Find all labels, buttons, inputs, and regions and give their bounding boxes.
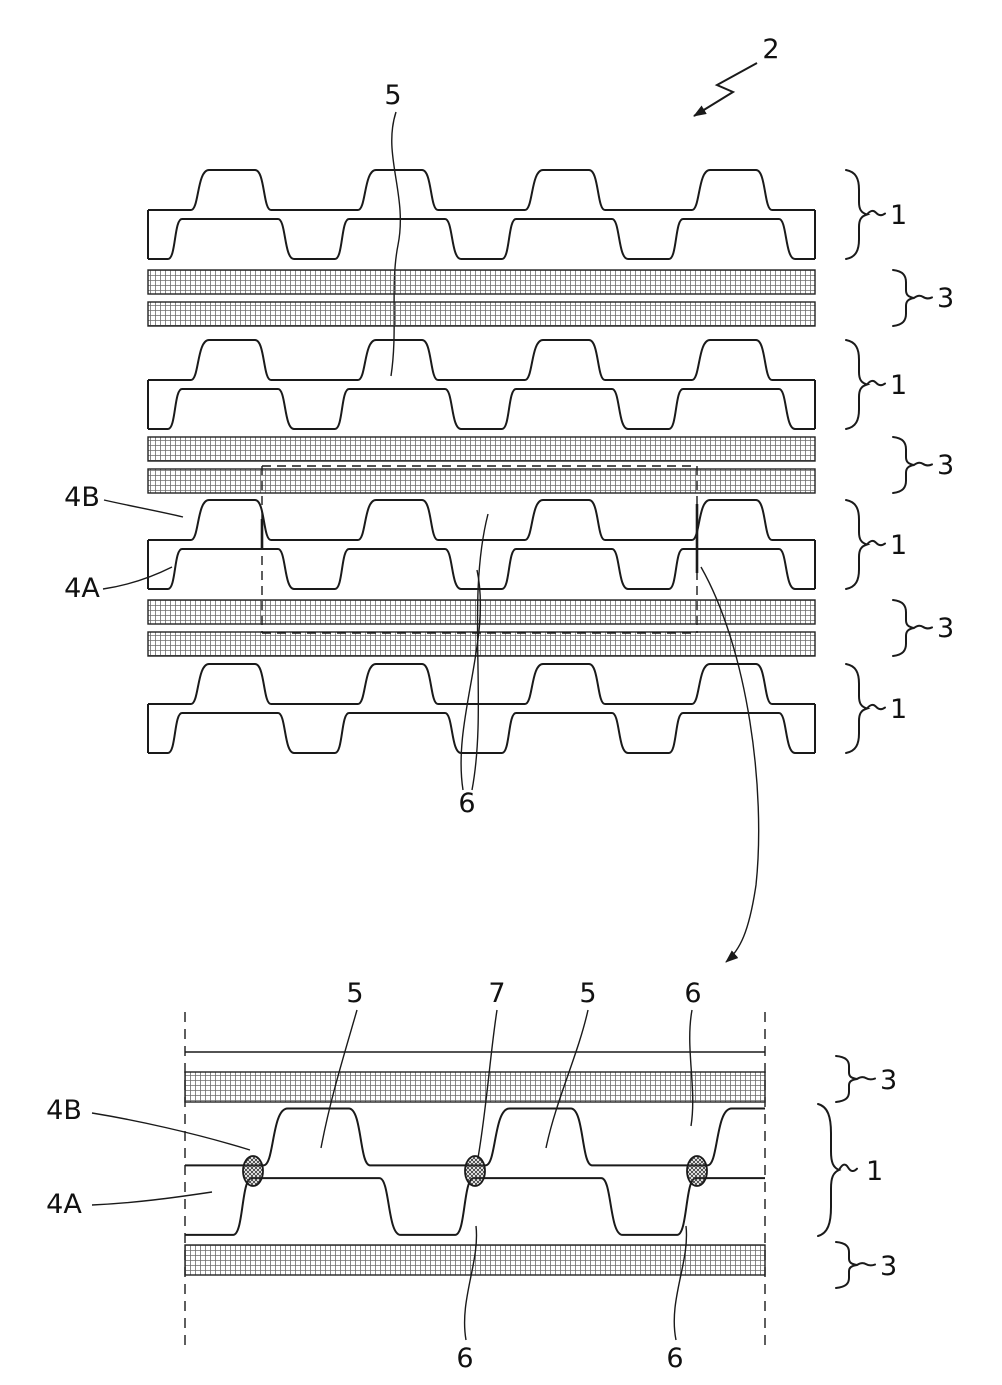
brace-band-3: 3: [892, 599, 954, 657]
label-3-detail-top: 3: [880, 1065, 897, 1096]
label-1-row3: 1: [890, 530, 907, 561]
label-6-leader-a: [460, 569, 482, 791]
label-5-detail-b: 5: [579, 978, 596, 1009]
label-5-detail-a: 5: [346, 978, 363, 1009]
label-6-main: 6: [458, 788, 475, 819]
label-7-detail: 7: [488, 978, 505, 1009]
label-4A-detail: 4A: [46, 1189, 82, 1220]
yarn-meander: [0, 664, 1002, 753]
label-6-detail-top: 6: [684, 978, 701, 1009]
hatched-strip: [147, 468, 816, 494]
brace-band-2: 3: [892, 436, 954, 494]
label-1-row4: 1: [890, 694, 907, 725]
bond-point-ellipse-1: [242, 1155, 264, 1187]
magnify-arrow: [700, 566, 760, 963]
region-solid-ticks: [260, 504, 699, 573]
brace-detail-membrane-top: 3: [835, 1055, 897, 1103]
label-6-detail-bottom-a: 6: [456, 1343, 473, 1374]
hatched-strip: [147, 269, 816, 295]
label-4B-leader: [103, 499, 184, 518]
label-1-row2: 1: [890, 370, 907, 401]
label-3-band3: 3: [937, 613, 954, 644]
label-4A-leader: [102, 566, 173, 590]
brace-row-1: 1: [845, 169, 907, 260]
hatched-strip: [147, 631, 816, 657]
fabric-layer-row-4: [0, 664, 1002, 753]
label-4B-detail-leader: [91, 1112, 251, 1151]
detail-region-dashed-rect: [260, 465, 699, 634]
yarn-meander: [0, 170, 1002, 259]
row-end-caps: [147, 210, 816, 259]
detail-membrane-bottom: [184, 1244, 766, 1276]
fabric-layer-row-3: [0, 500, 1002, 589]
label-4B-detail: 4B: [46, 1095, 82, 1126]
row-end-caps: [147, 704, 816, 753]
label-3-band2: 3: [937, 450, 954, 481]
label-6-detail-top-leader: [689, 1009, 694, 1127]
label-5-detail-leader-a: [320, 1009, 358, 1149]
label-1-row1: 1: [890, 200, 907, 231]
fabric-layer-row-2: [0, 340, 1002, 429]
label-6-detail-bottom-leader-a: [463, 1225, 478, 1341]
brace-detail-membrane-bottom: 3: [835, 1241, 897, 1289]
assembly-zigzag-arrow: [693, 62, 758, 117]
dashed-rect: [261, 465, 698, 634]
label-5-main: 5: [384, 80, 401, 111]
bond-point-ellipse-3: [686, 1155, 708, 1187]
brace-band-1: 3: [892, 269, 954, 327]
label-7-leader: [477, 1009, 498, 1159]
bond-point-ellipse-2: [464, 1155, 486, 1187]
label-6-leader-b: [471, 513, 489, 791]
label-4A-detail-leader: [91, 1191, 213, 1206]
brace-detail-layer1: 1: [816, 1102, 883, 1238]
label-5-leader: [390, 111, 402, 377]
hatched-strip: [147, 599, 816, 625]
label-2: 2: [762, 34, 779, 65]
label-6-detail-bottom-b: 6: [666, 1343, 683, 1374]
label-6-detail-bottom-leader-b: [673, 1225, 688, 1341]
assembly-reference-2: 2: [693, 34, 780, 117]
membrane-band-1: [147, 269, 816, 327]
brace-row-3: 1: [845, 499, 907, 590]
yarn-meander: [0, 500, 1002, 589]
row-end-caps: [147, 380, 816, 429]
label-4A-main: 4A: [64, 573, 100, 604]
detail-view: 5 7 5 6 4B 4A 6 6 3 1 3: [46, 978, 897, 1374]
membrane-band-3: [147, 599, 816, 657]
hatched-strip: [147, 436, 816, 462]
label-5-detail-leader-b: [545, 1009, 589, 1149]
fabric-layer-row-1: [0, 170, 1002, 259]
label-1-detail: 1: [866, 1156, 883, 1187]
brace-row-4: 1: [845, 663, 907, 754]
label-3-detail-bottom: 3: [880, 1251, 897, 1282]
label-3-band1: 3: [937, 283, 954, 314]
hatched-strip: [147, 301, 816, 327]
brace-row-2: 1: [845, 339, 907, 430]
membrane-band-2: [147, 436, 816, 494]
label-4B-main: 4B: [64, 482, 100, 513]
detail-cut-boundaries-dashed: [184, 1012, 766, 1346]
row-end-caps: [147, 540, 816, 589]
detail-membrane-top: [184, 1071, 766, 1103]
main-view: 2 5: [0, 34, 1002, 963]
yarn-meander: [0, 340, 1002, 429]
